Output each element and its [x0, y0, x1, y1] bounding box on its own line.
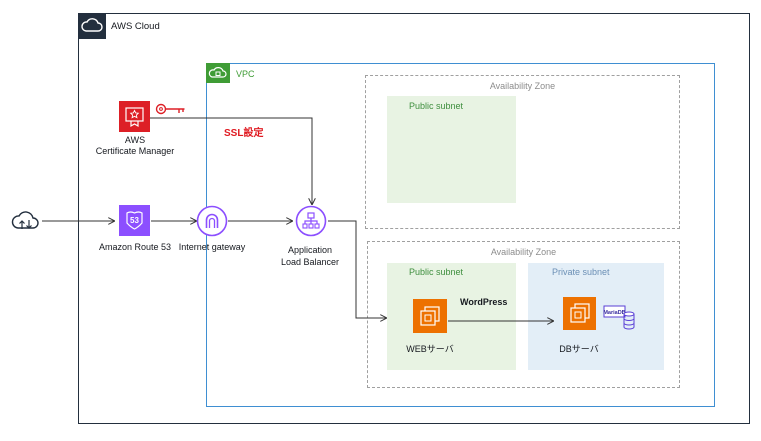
aws-cloud-group	[78, 13, 750, 424]
internet-gateway-icon	[196, 205, 228, 237]
availability-zone-1	[365, 75, 680, 229]
edge-alb-web	[328, 220, 386, 318]
public-subnet-1-label: Public subnet	[409, 101, 464, 111]
private-subnet-label: Private subnet	[552, 267, 610, 277]
internet-gateway-label: Internet gateway	[178, 242, 246, 252]
acm-label-line1: AWS	[124, 135, 146, 145]
alb-label-line2: Load Balancer	[280, 257, 340, 267]
web-server-ec2-icon	[413, 299, 447, 333]
db-server-label: DBサーバ	[559, 344, 599, 354]
ssl-annotation: SSL設定	[224, 128, 264, 139]
public-subnet-2	[387, 263, 516, 370]
route53-label: Amazon Route 53	[98, 242, 172, 252]
availability-zone-2-title: Availability Zone	[490, 247, 557, 257]
availability-zone-1-title: Availability Zone	[489, 81, 556, 91]
availability-zone-2	[367, 241, 680, 388]
certificate-manager-icon	[119, 101, 150, 132]
route53-badge: 53	[130, 216, 139, 225]
wordpress-label: WordPress	[460, 297, 508, 307]
load-balancer-icon	[295, 205, 327, 237]
mariadb-badge: MariaDB	[603, 310, 625, 316]
edge-acm-alb	[150, 117, 312, 204]
alb-label-line1: Application	[287, 245, 333, 255]
public-subnet-1	[387, 96, 516, 203]
acm-label-line2: Certificate Manager	[95, 146, 175, 156]
public-subnet-2-label: Public subnet	[409, 267, 464, 277]
vpc-icon	[206, 63, 230, 83]
route53-icon: 53	[119, 205, 150, 236]
mariadb-icon: MariaDB	[603, 304, 635, 332]
aws-cloud-title: AWS Cloud	[111, 21, 160, 32]
vpc-title: VPC	[236, 69, 255, 79]
db-server-ec2-icon	[563, 297, 596, 330]
aws-cloud-icon	[78, 13, 106, 39]
key-icon	[155, 101, 187, 117]
web-server-label: WEBサーバ	[406, 344, 454, 354]
private-subnet	[528, 263, 664, 370]
internet-cloud-icon	[9, 207, 42, 235]
